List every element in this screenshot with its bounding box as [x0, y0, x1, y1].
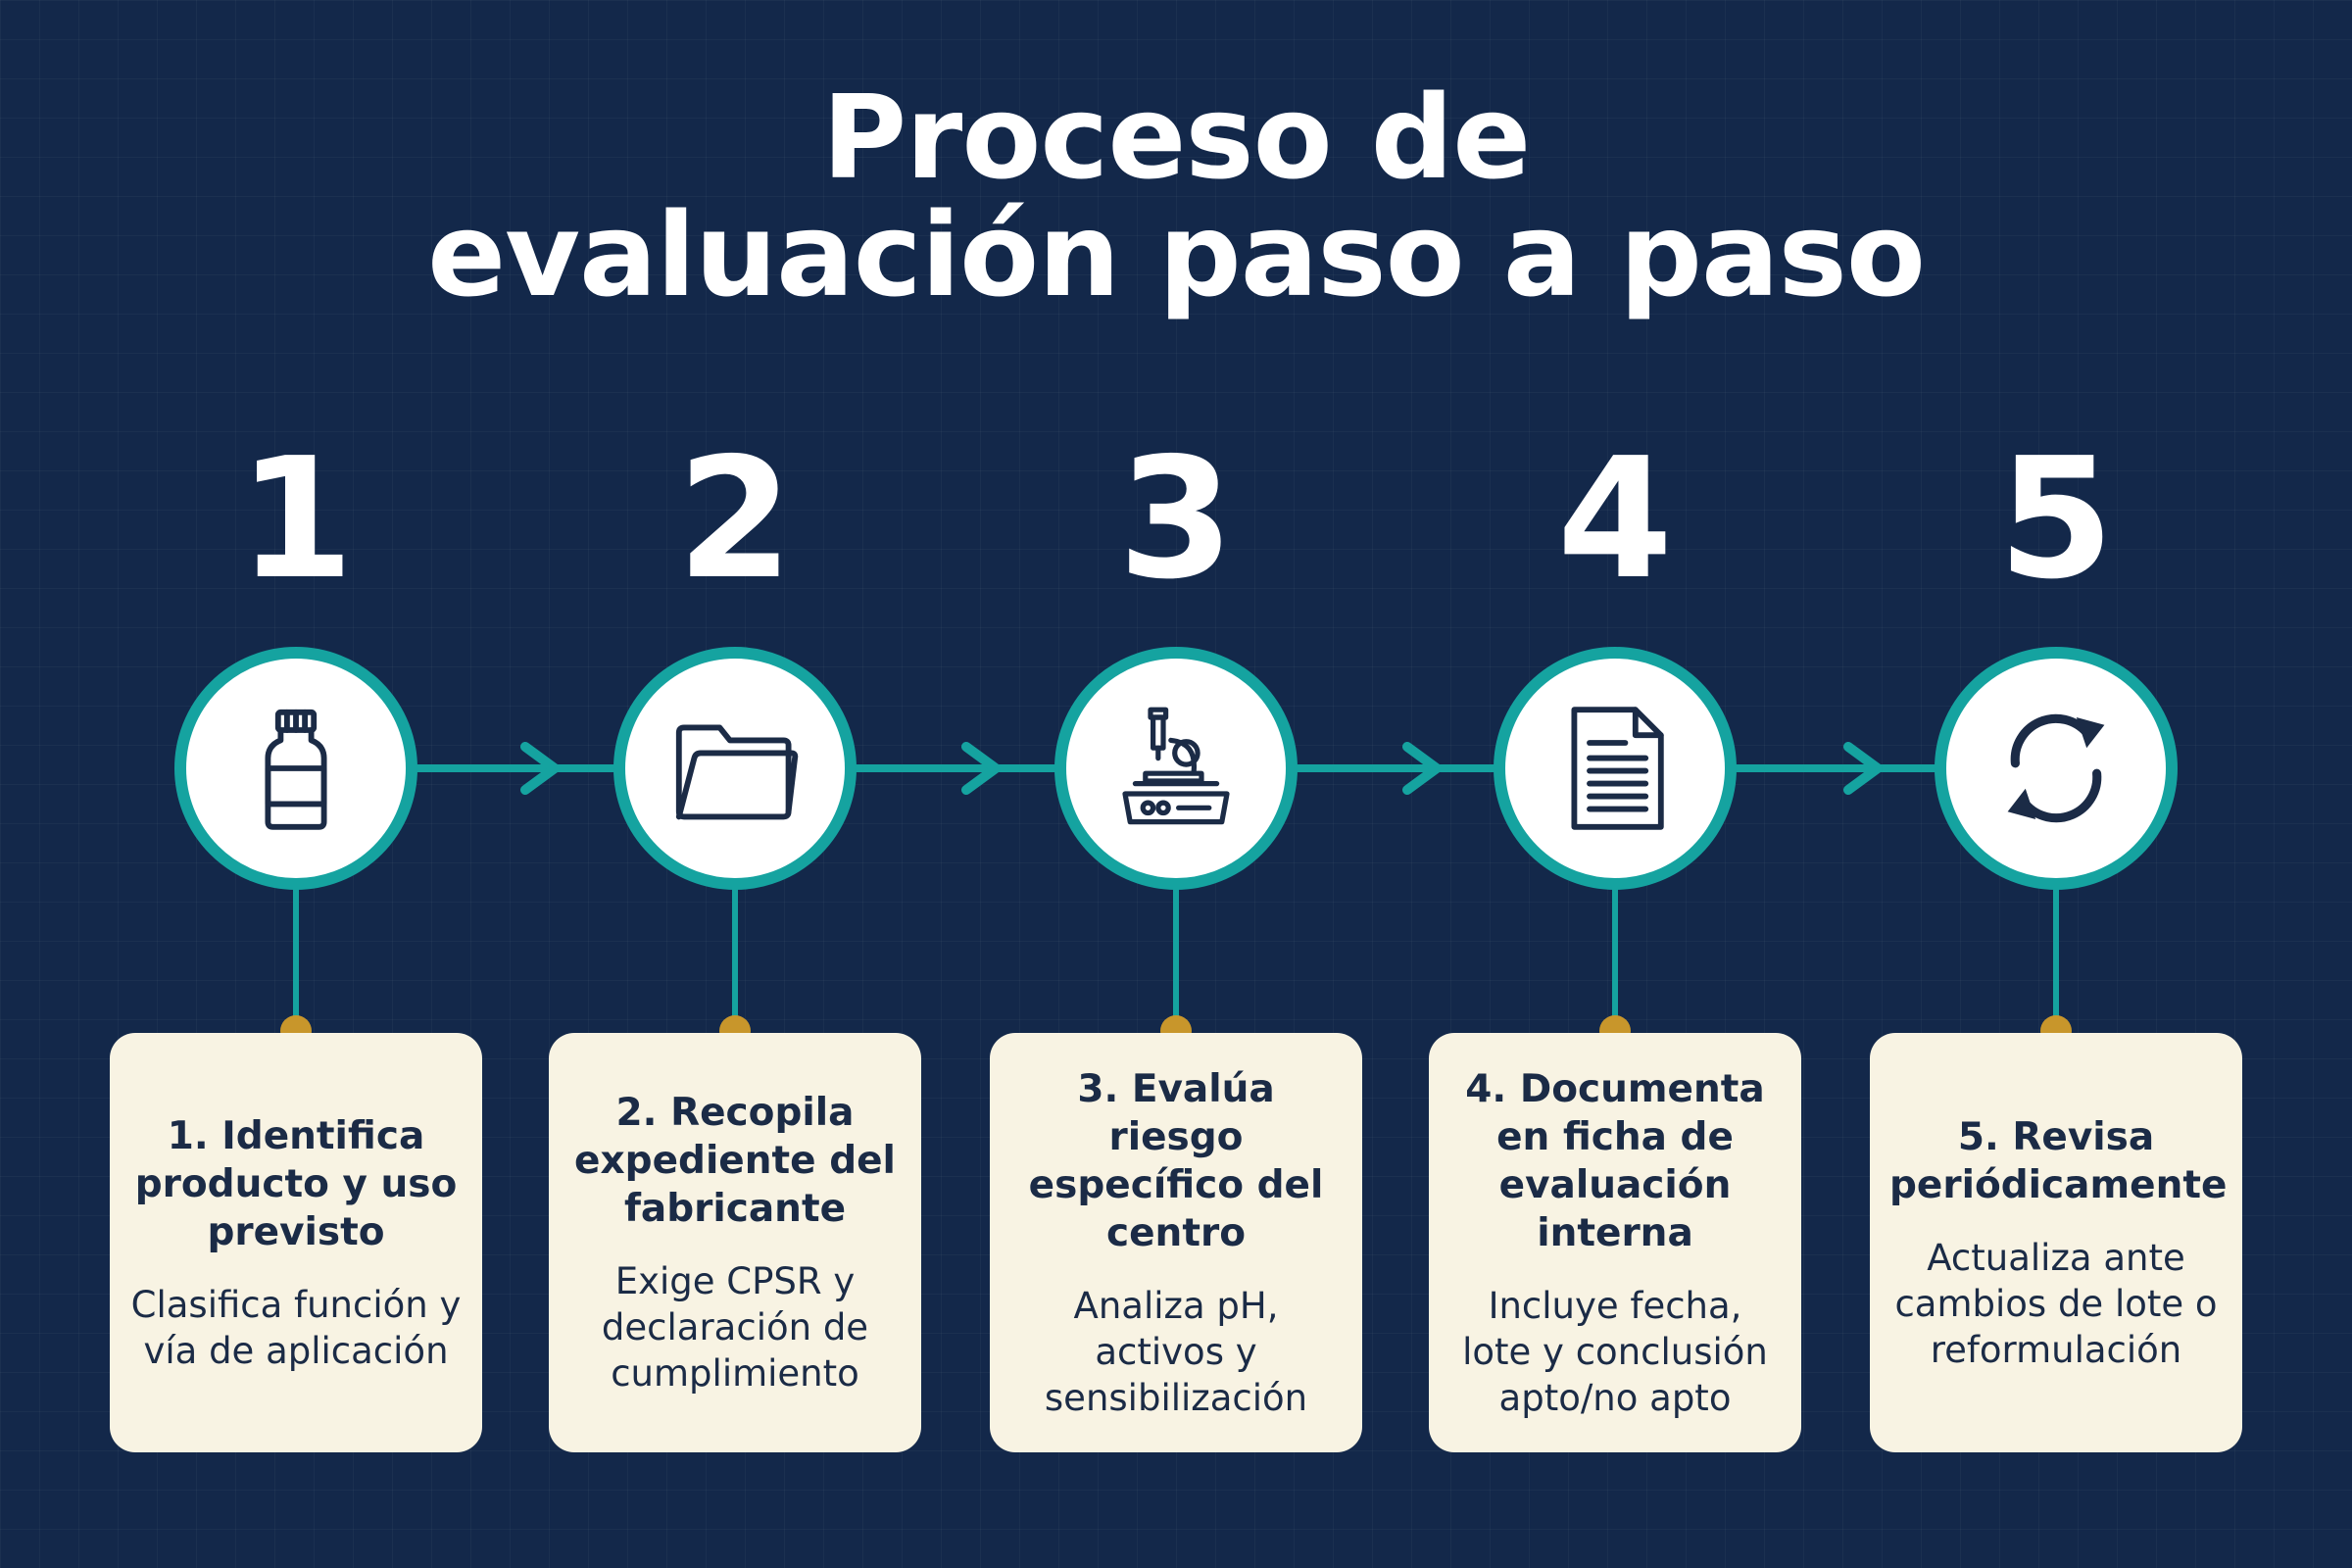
step-title: 5. Revisa periódicamente	[1889, 1114, 2228, 1207]
step-icon-circle	[1054, 647, 1298, 890]
step-number: 2	[676, 422, 794, 616]
folder-icon	[675, 724, 799, 820]
microscope-icon	[1122, 707, 1230, 825]
flow-arrow-3	[1402, 742, 1442, 795]
step-4: 4 4. Documenta en ficha de evaluación in…	[1429, 0, 1801, 1568]
page-title-line-1: Proceso de	[821, 70, 1532, 205]
step-title: 2. Recopila expediente del fabricante	[574, 1091, 896, 1231]
step-icon-circle	[1494, 647, 1737, 890]
step-number: 4	[1556, 422, 1674, 616]
flow-arrow-2	[961, 742, 1001, 795]
page-title: Proceso de evaluación paso a paso	[0, 78, 2352, 314]
page-title-line-2: evaluación paso a paso	[427, 187, 1926, 322]
step-card: 2. Recopila expediente del fabricante Ex…	[549, 1033, 921, 1452]
step-description: Clasifica función y vía de aplicación	[130, 1283, 462, 1372]
step-1: 1 1. Identifica producto y uso previsto …	[110, 0, 482, 1568]
bottle-icon	[265, 709, 327, 830]
step-number: 3	[1117, 422, 1235, 616]
step-title: 3. Evalúa riesgo específico del centro	[1028, 1066, 1324, 1255]
step-card: 1. Identifica producto y uso previsto Cl…	[110, 1033, 482, 1452]
step-description: Incluye fecha, lote y conclusión apto/no…	[1462, 1284, 1768, 1419]
step-card: 5. Revisa periódicamente Actualiza ante …	[1870, 1033, 2242, 1452]
step-description: Analiza pH, activos y sensibilización	[1044, 1284, 1308, 1419]
step-2: 2 2. Recopila expediente del fabricante …	[549, 0, 921, 1568]
step-icon-circle	[174, 647, 417, 890]
refresh-icon	[2007, 713, 2105, 823]
step-card: 4. Documenta en ficha de evaluación inte…	[1429, 1033, 1801, 1452]
flow-arrow-4	[1843, 742, 1883, 795]
step-5: 5 5. Revisa periódicamente Actualiza ant…	[1870, 0, 2242, 1568]
step-title: 1. Identifica producto y uso previsto	[134, 1113, 458, 1254]
step-description: Actualiza ante cambios de lote o reformu…	[1894, 1236, 2218, 1371]
step-description: Exige CPSR y declaración de cumplimiento	[601, 1260, 869, 1395]
step-icon-circle	[613, 647, 857, 890]
step-3: 3 3. Evalúa riesgo específico del centro…	[990, 0, 1362, 1568]
step-number: 1	[237, 422, 355, 616]
document-icon	[1571, 707, 1664, 830]
step-number: 5	[1997, 422, 2115, 616]
step-title: 4. Documenta en ficha de evaluación inte…	[1465, 1066, 1765, 1255]
step-icon-circle	[1935, 647, 2178, 890]
step-card: 3. Evalúa riesgo específico del centro A…	[990, 1033, 1362, 1452]
flow-arrow-1	[520, 742, 560, 795]
